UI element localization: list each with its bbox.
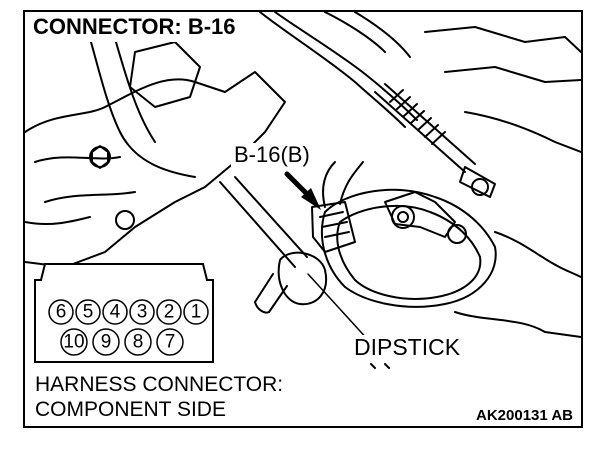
pin-7-outline — [156, 328, 184, 356]
cable-end-link — [459, 166, 496, 198]
harness-caption-line1: HARNESS CONNECTOR: — [35, 373, 284, 396]
cable-boot-ribs — [389, 89, 446, 145]
harness-connector-face: 6 5 4 3 2 1 10 9 8 7 — [34, 263, 214, 363]
engine-illustration: 6 5 4 3 2 1 10 9 8 7 — [25, 12, 581, 369]
pin-label: 4 — [110, 302, 121, 323]
connector-housing — [34, 263, 214, 363]
pin-label: 8 — [133, 332, 144, 353]
filler-tube — [219, 176, 308, 268]
hose-right — [324, 12, 411, 58]
pin-label: 1 — [191, 302, 202, 323]
pin-1-outline — [183, 299, 209, 325]
link-nut — [471, 178, 489, 196]
pin-8-outline — [124, 328, 152, 356]
switch-body — [321, 188, 497, 308]
pin-label: 10 — [63, 332, 84, 353]
bolt-hex-left — [91, 145, 109, 169]
wire-harness — [84, 21, 196, 178]
bolt-head-lower — [115, 210, 135, 230]
diagram-frame: 6 5 4 3 2 1 10 9 8 7 CONNECTOR: B-16 B-1… — [23, 10, 583, 428]
connector-wires — [322, 161, 364, 208]
pin-label: 5 — [83, 302, 94, 323]
dipstick-tube-end — [254, 273, 288, 314]
dipstick-leader — [307, 273, 371, 343]
pin-2-outline — [156, 299, 182, 325]
reference-code: AK200131 AB — [474, 407, 575, 424]
diagram-title: CONNECTOR: B-16 — [29, 14, 242, 42]
harness-caption-line2: COMPONENT SIDE — [35, 398, 226, 421]
dipstick-tube — [277, 251, 328, 306]
hose-top — [259, 12, 418, 128]
switch-mount-bolt — [447, 224, 467, 244]
engine-lower-right — [454, 231, 581, 338]
switch-pivot-washer — [397, 211, 409, 223]
pin-label: 3 — [137, 302, 148, 323]
pin-6-outline — [48, 299, 74, 325]
lower-mark — [370, 363, 390, 369]
pin-10-outline — [60, 328, 88, 356]
pin-3-outline — [129, 299, 155, 325]
engine-block-outline — [25, 71, 286, 268]
pin-5-outline — [75, 299, 101, 325]
pin-label: 2 — [164, 302, 175, 323]
pin-4-outline — [102, 299, 128, 325]
engine-right-side — [424, 26, 581, 153]
switch-lever-arm — [384, 191, 456, 238]
switch-pivot-bolt — [391, 205, 415, 229]
pin-label: 9 — [101, 332, 112, 353]
connector-plug — [311, 201, 356, 253]
pin-label: 6 — [56, 302, 67, 323]
connector-plug-detail — [319, 211, 350, 238]
callout-arrowhead — [301, 188, 321, 210]
upper-bracket — [129, 41, 201, 108]
pin-9-outline — [92, 328, 120, 356]
dipstick-label: DIPSTICK — [351, 335, 464, 360]
pin-label: 7 — [165, 332, 176, 353]
engine-block-detail — [25, 156, 136, 226]
switch-inner-rim — [336, 205, 482, 300]
shift-cable — [374, 83, 476, 173]
connector-callout-label: B-16(B) — [231, 143, 313, 167]
